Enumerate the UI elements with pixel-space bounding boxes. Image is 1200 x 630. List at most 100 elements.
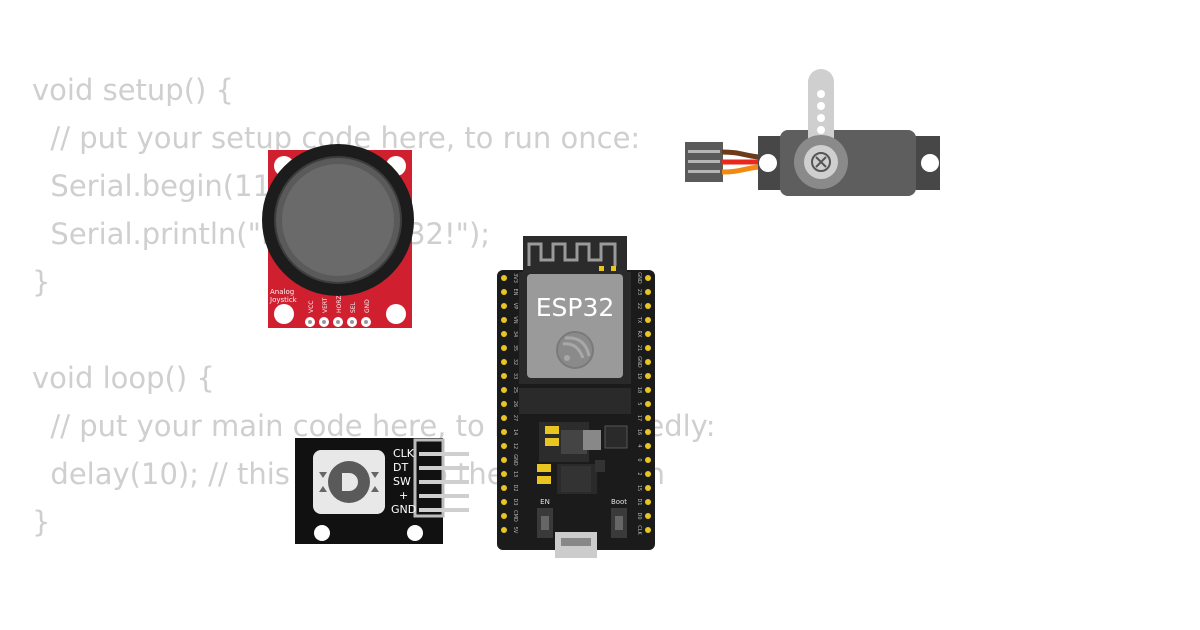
- esp32-pin-label: D2: [512, 484, 518, 491]
- esp32-pin[interactable]: [501, 513, 507, 519]
- esp32-pin-label: 13: [512, 471, 518, 477]
- esp32-pin[interactable]: [645, 317, 651, 323]
- esp32-pin-label: 32: [512, 359, 518, 365]
- esp32-pin[interactable]: [645, 289, 651, 295]
- encoder-pin-label: CLK: [393, 447, 415, 460]
- code-line: void loop() {: [32, 361, 215, 395]
- esp32-pin[interactable]: [645, 331, 651, 337]
- encoder-pin-label: +: [399, 489, 408, 502]
- joystick-pin-label: VERT: [322, 297, 329, 313]
- esp32-pin[interactable]: [501, 275, 507, 281]
- encoder-pin[interactable]: [419, 452, 469, 456]
- esp32-pin-label: 25: [512, 387, 518, 393]
- esp32-pin[interactable]: [645, 513, 651, 519]
- esp32-pin[interactable]: [645, 457, 651, 463]
- esp32-pin[interactable]: [645, 471, 651, 477]
- esp32-pin[interactable]: [501, 359, 507, 365]
- esp32-pin[interactable]: [645, 275, 651, 281]
- joystick-pin-label: VCC: [308, 301, 315, 313]
- esp32-pin[interactable]: [645, 485, 651, 491]
- joystick-pin-label: SEL: [350, 301, 357, 313]
- joystick-pin-label: GND: [364, 299, 371, 313]
- esp32-pin[interactable]: [501, 289, 507, 295]
- esp32-pin-label: 12: [512, 443, 518, 449]
- esp32-pin-label: GND: [636, 356, 642, 368]
- encoder-pin[interactable]: [419, 466, 469, 470]
- esp32-pin-label: 3V3: [512, 273, 518, 283]
- esp32-pin-label: 5V: [512, 527, 518, 534]
- esp32-pin-label: VN: [512, 316, 518, 323]
- analog-joystick[interactable]: Analog Joystick VCC VERT HORZ SEL GND: [262, 144, 416, 332]
- esp32-pin-label: 14: [512, 429, 518, 435]
- esp32-pin-label: 33: [512, 373, 518, 379]
- esp32-pin[interactable]: [645, 499, 651, 505]
- rotary-encoder[interactable]: CLK DT SW + GND: [295, 438, 471, 546]
- joystick-brand-text: Analog: [270, 288, 294, 296]
- esp32-pin-label: 15: [636, 485, 642, 491]
- esp32-pin[interactable]: [501, 527, 507, 533]
- esp32-pin[interactable]: [645, 401, 651, 407]
- esp32-pin-label: 0: [636, 458, 642, 461]
- esp32-pin[interactable]: [501, 499, 507, 505]
- esp32-pin-label: 21: [636, 345, 642, 351]
- esp32-pin-label: EN: [512, 289, 518, 296]
- esp32-pin[interactable]: [645, 443, 651, 449]
- esp32-pin[interactable]: [645, 345, 651, 351]
- esp32-pin[interactable]: [645, 527, 651, 533]
- esp32-pin[interactable]: [501, 443, 507, 449]
- esp32-pin[interactable]: [645, 387, 651, 393]
- esp32-pin-label: TX: [636, 316, 642, 324]
- esp32-pin[interactable]: [645, 373, 651, 379]
- esp32-pin-label: 22: [636, 303, 642, 309]
- esp32-pin[interactable]: [501, 471, 507, 477]
- esp32-pin[interactable]: [501, 303, 507, 309]
- esp32-pin-label: 23: [636, 289, 642, 295]
- esp32-pin-label: D0: [636, 512, 642, 519]
- esp32-pin-label: 34: [512, 331, 518, 337]
- encoder-pin[interactable]: [419, 494, 469, 498]
- esp32-pin[interactable]: [501, 401, 507, 407]
- esp32-pin[interactable]: [645, 359, 651, 365]
- esp32-pin[interactable]: [501, 373, 507, 379]
- esp32-pin-label: 2: [636, 472, 642, 475]
- esp32-pin[interactable]: [501, 457, 507, 463]
- esp32-pin-label: 26: [512, 401, 518, 407]
- code-line: }: [32, 265, 51, 299]
- esp32-pin[interactable]: [501, 415, 507, 421]
- esp32-pin-label: D3: [512, 498, 518, 505]
- encoder-pin-label: DT: [393, 461, 408, 474]
- esp32-pin-label: 18: [636, 387, 642, 393]
- esp32-pin-label: 4: [636, 444, 642, 447]
- esp32-pin[interactable]: [645, 429, 651, 435]
- esp32-pin-label: 35: [512, 345, 518, 351]
- servo-motor[interactable]: [684, 69, 942, 198]
- encoder-pin-label: SW: [393, 475, 411, 488]
- esp32-pin-label: RX: [636, 331, 642, 338]
- esp32-pin[interactable]: [501, 345, 507, 351]
- joystick-pin-label: HORZ: [336, 295, 343, 313]
- esp32-pin-label: GND: [512, 454, 518, 466]
- esp32-pin-label: 17: [636, 415, 642, 421]
- esp32-pin-label: 19: [636, 373, 642, 379]
- esp32-pin-label: CMD: [512, 510, 518, 522]
- esp32-pin[interactable]: [501, 485, 507, 491]
- esp32-pin-label: D1: [636, 498, 642, 505]
- esp32-pin[interactable]: [645, 303, 651, 309]
- esp32-pin[interactable]: [501, 331, 507, 337]
- esp32-pin-label: GND: [636, 272, 642, 284]
- encoder-pin[interactable]: [419, 508, 469, 512]
- esp32-pin-label: 16: [636, 429, 642, 435]
- code-line: }: [32, 505, 51, 539]
- esp32-pin[interactable]: [501, 317, 507, 323]
- joystick-brand-text: Joystick: [269, 296, 298, 304]
- esp32-pin-label: 5: [636, 402, 642, 405]
- encoder-pin[interactable]: [419, 480, 469, 484]
- code-line: void setup() {: [32, 73, 234, 107]
- esp32-pin[interactable]: [501, 429, 507, 435]
- esp32-pin[interactable]: [501, 387, 507, 393]
- esp32-pin[interactable]: [645, 415, 651, 421]
- espressif-logo-icon: [556, 331, 594, 369]
- code-line: // put your setup code here, to run once…: [32, 121, 641, 155]
- esp32-label: ESP32: [536, 293, 615, 322]
